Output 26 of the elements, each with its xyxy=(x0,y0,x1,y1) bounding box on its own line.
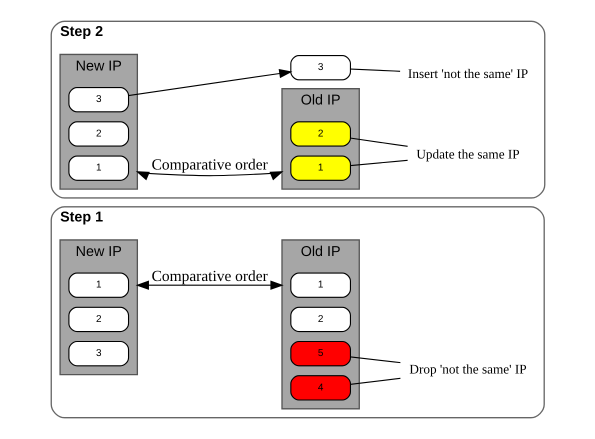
node-box: 1 xyxy=(68,272,129,298)
node-box: 5 xyxy=(290,340,350,366)
node-box: 2 xyxy=(290,306,350,332)
node-box: 3 xyxy=(68,340,129,366)
connector xyxy=(350,356,400,364)
node-box: 2 xyxy=(68,306,129,332)
node-box: 2 xyxy=(290,121,350,147)
edge-label: Comparative order xyxy=(151,268,268,285)
node-box: 2 xyxy=(68,121,129,147)
node-text: Drop 'not the same' IP xyxy=(408,362,526,377)
connector xyxy=(350,138,408,147)
node-text: Update the same IP xyxy=(416,146,520,162)
node-box: 3 xyxy=(68,87,129,112)
arrow xyxy=(128,68,292,96)
node-box: 1 xyxy=(290,272,350,298)
connector xyxy=(350,378,400,385)
node-text: Insert 'not the same' IP xyxy=(407,66,528,81)
node-box: 1 xyxy=(290,155,350,181)
connector xyxy=(350,68,400,72)
arrow xyxy=(135,280,284,290)
edge-label: Comparative order xyxy=(151,156,268,174)
node-box: 3 xyxy=(290,55,350,80)
node-box: 1 xyxy=(68,155,129,181)
connector xyxy=(350,160,408,166)
node-box: 4 xyxy=(290,375,350,401)
arrow xyxy=(135,171,284,180)
